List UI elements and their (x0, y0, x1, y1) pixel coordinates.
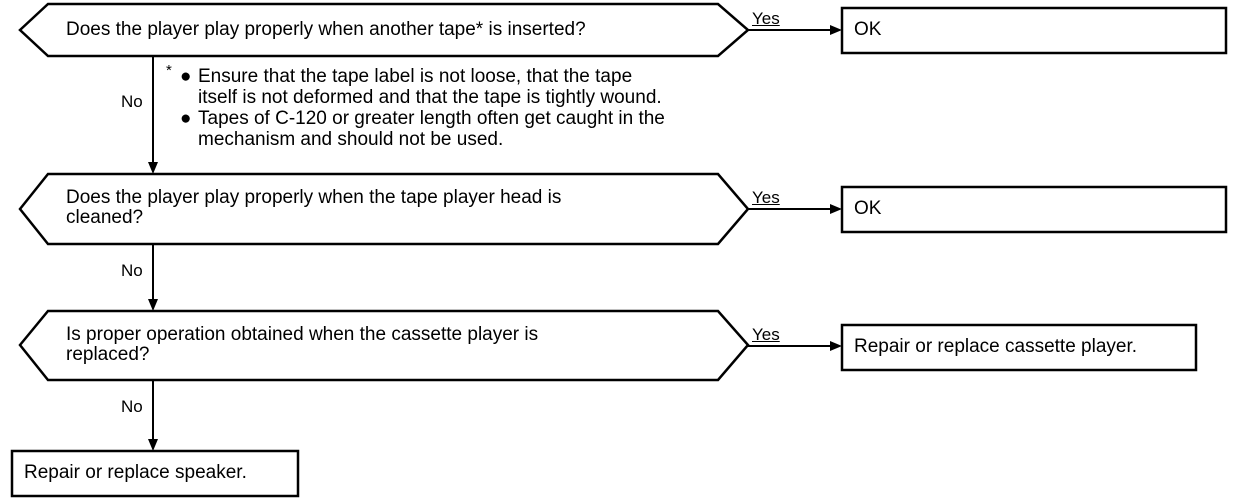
footnote-item: ●Ensure that the tape label is not loose… (180, 66, 662, 108)
yes-label-1: Yes (752, 9, 780, 28)
result-3-text: Repair or replace cassette player. (854, 336, 1138, 357)
no-arrowhead-3 (148, 439, 158, 451)
yes-arrowhead-1 (830, 25, 842, 35)
decision-1-question: Does the player play properly when anoth… (66, 19, 586, 40)
yes-arrowhead-3 (830, 341, 842, 351)
footnote-item: ●Tapes of C-120 or greater length often … (180, 108, 665, 150)
footnote-marker: * (166, 62, 172, 79)
yes-arrowhead-2 (830, 204, 842, 214)
result-1-text: OK (854, 19, 882, 40)
final-action-box (10, 449, 300, 498)
result-2-text: OK (854, 198, 882, 219)
no-label-3: No (121, 397, 143, 416)
no-arrowhead-1 (148, 162, 158, 174)
yes-label-2: Yes (752, 188, 780, 207)
bullet-icon: ● (180, 66, 192, 87)
footnote: ●Ensure that the tape label is not loose… (176, 66, 665, 150)
yes-label-3: Yes (752, 325, 780, 344)
result-2-box (840, 185, 1228, 234)
result-1-box (840, 6, 1228, 55)
final-action-text: Repair or replace speaker. (24, 462, 247, 483)
bullet-icon: ● (180, 108, 192, 129)
no-arrowhead-2 (148, 299, 158, 311)
decision-2-question: Does the player play properly when the t… (66, 187, 562, 228)
decision-3-question: Is proper operation obtained when the ca… (66, 324, 539, 365)
no-label-2: No (121, 261, 143, 280)
result-3-box (840, 323, 1198, 372)
no-label-1: No (121, 92, 143, 111)
